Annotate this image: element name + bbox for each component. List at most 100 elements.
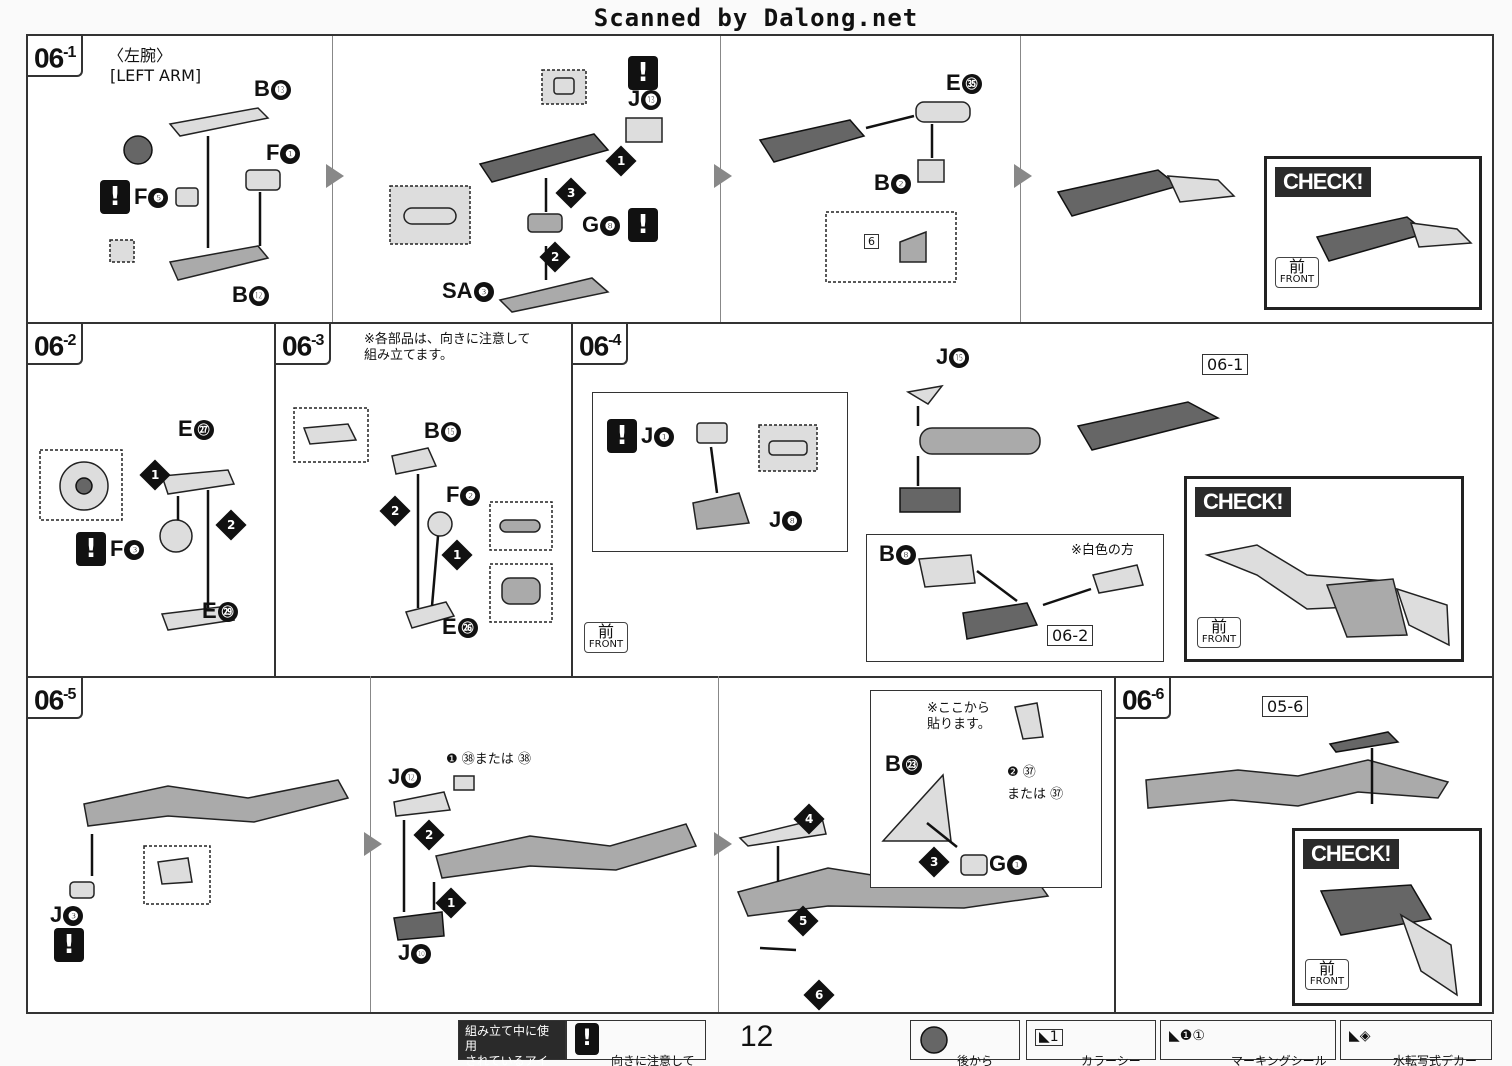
row-divider-1 — [28, 322, 1492, 324]
decal-or-label: または ㊲ — [1007, 787, 1064, 802]
step-note: ※各部品は、向きに注意して 組み立てます。 — [364, 332, 531, 363]
step-06-6-illustration — [1145, 731, 1450, 809]
step-title-en: [LEFT ARM] — [110, 66, 202, 85]
sub3-illustration — [758, 101, 971, 283]
ref-06-2: 06-2 — [1047, 625, 1094, 646]
marking-icon: ◣❶① — [1169, 1028, 1205, 1044]
check-title: CHECK! — [1275, 167, 1371, 197]
caution-icon: ! — [76, 532, 106, 566]
flow-arrow — [714, 164, 732, 188]
step-06-3-illustration — [293, 407, 553, 629]
sub-assembly-illustration — [692, 422, 818, 530]
legend-caution: ! 向きに注意して 組み立てる — [566, 1020, 706, 1066]
caution-icon: ! — [628, 208, 658, 242]
watermark: Scanned by Dalong.net — [593, 4, 919, 32]
check-illustration — [1315, 216, 1473, 262]
legend-later: 後から 組み立てる — [910, 1020, 1020, 1066]
decal-icon: ◣◈ — [1349, 1028, 1371, 1044]
step-title-jp: 〈左腕〉 — [108, 46, 173, 65]
check-title: CHECK! — [1195, 487, 1291, 517]
col-divider-r2-1 — [274, 322, 276, 676]
sub1-illustration — [109, 107, 281, 281]
page-number: 12 — [740, 1020, 774, 1053]
check-title: CHECK! — [1303, 839, 1399, 869]
sub4-illustration — [1056, 169, 1236, 217]
step-label-06-6: 06-6 — [1116, 678, 1172, 720]
detail-illustration — [918, 554, 1144, 640]
check-illustration — [1319, 884, 1458, 997]
step-label-06-1: 06-1 — [28, 36, 84, 78]
white-part-note: ※白色の方 — [1071, 543, 1134, 558]
caution-icon: ! — [628, 56, 658, 90]
sub2-06-5-illustration — [393, 775, 698, 941]
caution-icon: ! — [54, 928, 84, 962]
ref-05-6: 05-6 — [1262, 696, 1309, 717]
legend-color-seal: ◣1 カラーシール の番号 — [1026, 1020, 1156, 1066]
legend-title: 組み立て中に使用 されているアイコン — [458, 1020, 566, 1066]
decal-number-67: ❷ ㊲ — [1007, 765, 1036, 780]
col-divider-r2-2 — [571, 322, 573, 676]
legend-water-decal: ◣◈ 水転写式デカール の番号 — [1340, 1020, 1492, 1066]
flow-arrow — [1014, 164, 1032, 188]
flow-arrow — [364, 832, 382, 856]
legend-marking-seal: ◣❶① マーキングシール の番号 — [1160, 1020, 1336, 1066]
step-06-2-illustration — [39, 449, 236, 631]
step-06-4-arm-illustration — [899, 384, 1221, 513]
step-label-06-2: 06-2 — [28, 324, 84, 366]
ref-06-1: 06-1 — [1202, 354, 1249, 375]
decal-number-68: ❶ ㊳または ㊳ — [446, 752, 531, 767]
caution-icon: ! — [575, 1023, 599, 1055]
seal-icon: ◣1 — [1035, 1029, 1063, 1046]
sticker-note: ※ここから 貼ります。 — [927, 701, 991, 732]
flow-arrow — [326, 164, 344, 188]
step-label-06-5: 06-5 — [28, 678, 84, 720]
row-divider-2 — [28, 676, 1492, 678]
flow-arrow — [714, 832, 732, 856]
step-label-06-3: 06-3 — [276, 324, 332, 366]
check-illustration — [1204, 544, 1450, 647]
caution-icon: ! — [100, 180, 130, 214]
sticker-detail-illustration — [881, 702, 1044, 876]
caution-icon: ! — [607, 419, 637, 453]
sub1-06-5-illustration — [69, 779, 350, 905]
col-divider-r3-1 — [1114, 676, 1116, 1012]
later-icon — [920, 1026, 948, 1054]
step-label-06-4: 06-4 — [573, 324, 629, 366]
footer-legend: 組み立て中に使用 されているアイコン ! 向きに注意して 組み立てる 12 後か… — [0, 1018, 1512, 1066]
